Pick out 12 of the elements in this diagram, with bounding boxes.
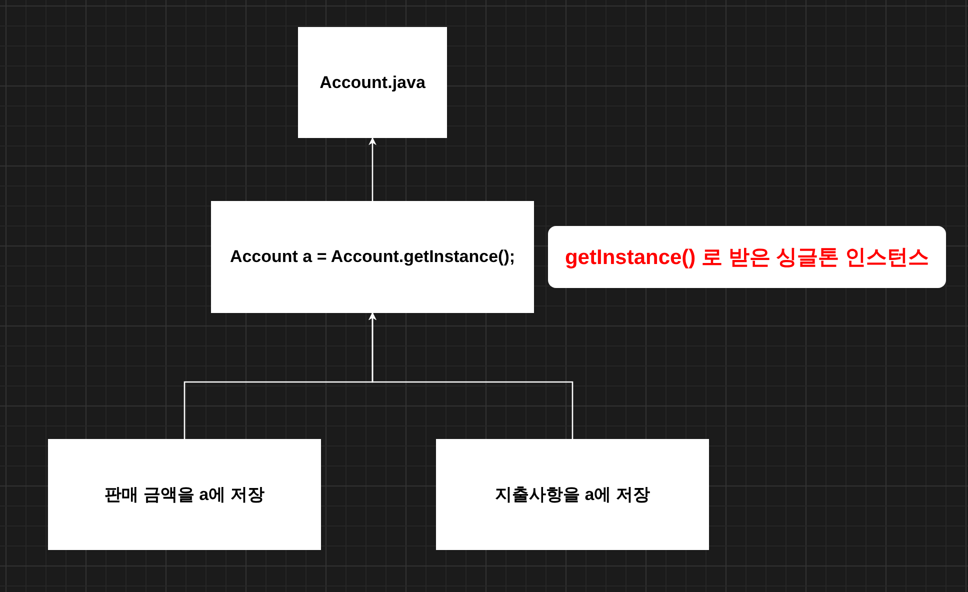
arrow (368, 137, 376, 201)
box-label: Account a = Account.getInstance(); (230, 247, 516, 267)
process-box (436, 439, 709, 550)
box-label: 판매 금액을 a에 저장 (104, 484, 264, 506)
box-label: 지출사항을 a에 저장 (495, 484, 650, 506)
process-box (298, 27, 447, 138)
process-box (48, 439, 321, 550)
box-label: getInstance() 로 받은 싱글톤 인스턴스 (564, 245, 930, 271)
arrow (368, 312, 574, 439)
box-label: Account.java (320, 72, 426, 92)
note-box (548, 226, 946, 288)
process-box (211, 201, 534, 313)
